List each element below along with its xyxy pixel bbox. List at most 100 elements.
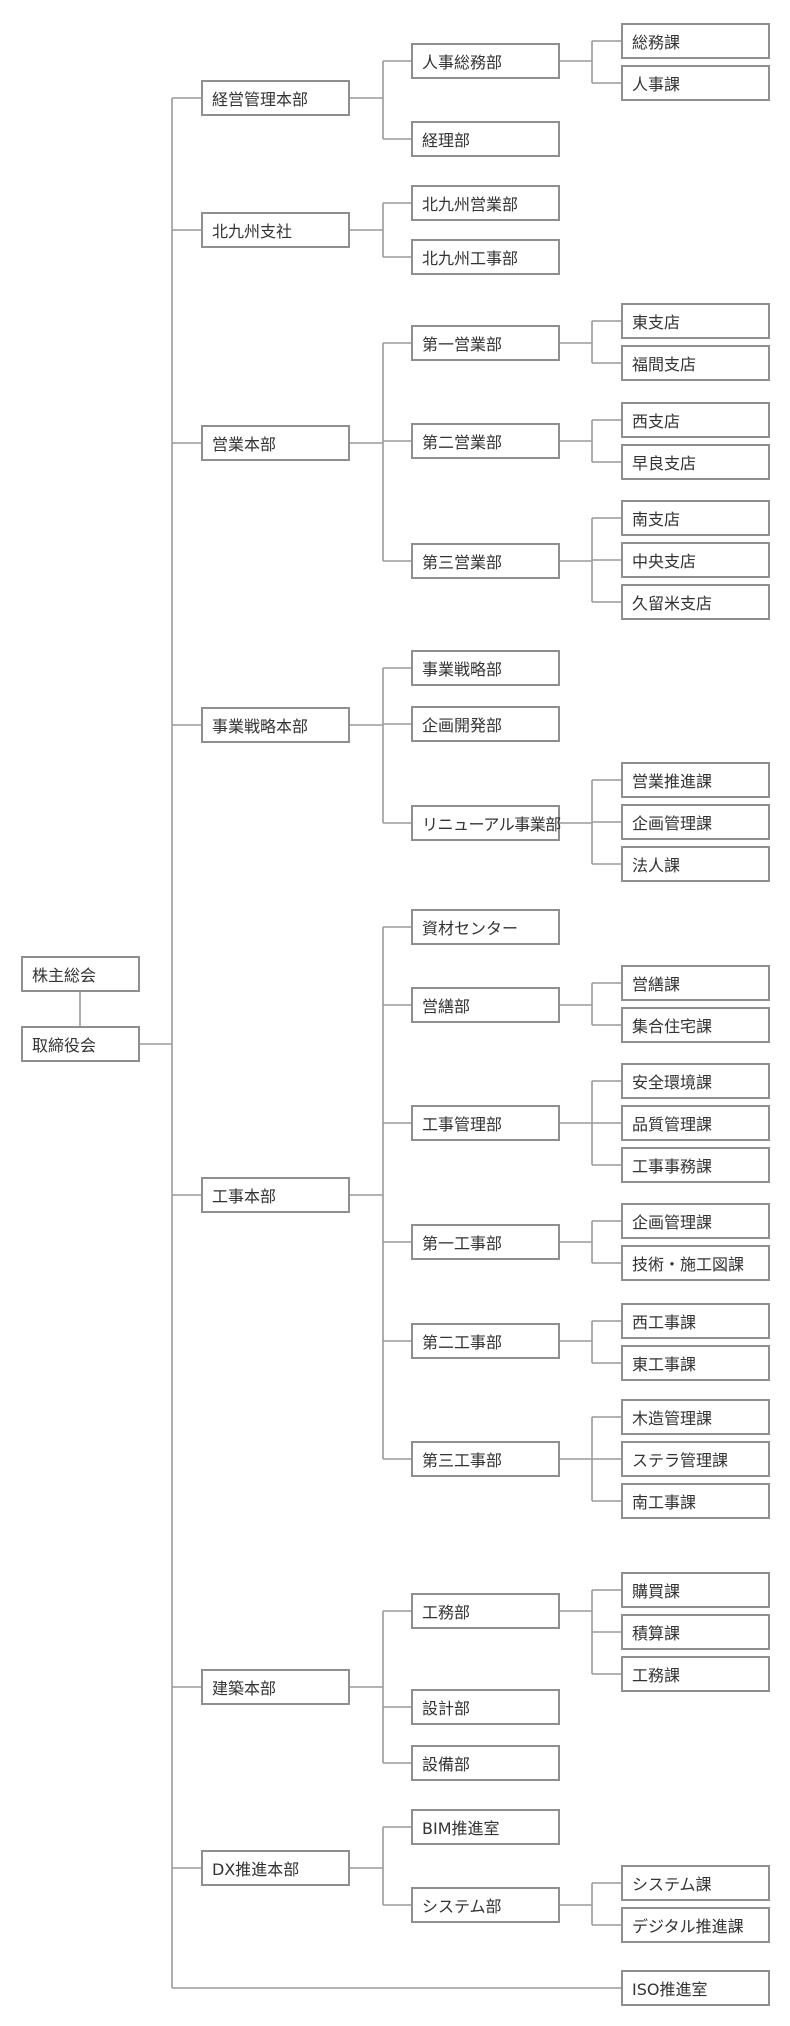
division-box: 工事本部	[201, 1177, 350, 1213]
section-box: 福間支店	[621, 345, 770, 381]
department-box: 第一工事部	[411, 1224, 560, 1260]
box-label: 建築本部	[212, 1679, 277, 1698]
box-label: システム課	[632, 1875, 712, 1894]
box-label: 取締役会	[32, 1036, 97, 1055]
box-label: 早良支店	[632, 454, 697, 473]
section-box: 安全環境課	[621, 1063, 770, 1099]
box-label: 品質管理課	[632, 1115, 713, 1134]
section-box: ステラ管理課	[621, 1441, 770, 1477]
section-box: 工務課	[621, 1656, 770, 1692]
section-box: 品質管理課	[621, 1105, 770, 1141]
department-box: 第一営業部	[411, 325, 560, 361]
section-box: 総務課	[621, 23, 770, 59]
department-box: 北九州工事部	[411, 239, 560, 275]
box-label: 北九州支社	[212, 222, 293, 241]
box-label: 福間支店	[632, 355, 697, 374]
box-label: 第一営業部	[422, 335, 503, 354]
section-box: 法人課	[621, 846, 770, 882]
department-box: 人事総務部	[411, 43, 560, 79]
division-box: 経営管理本部	[201, 80, 350, 116]
section-box: 西支店	[621, 402, 770, 438]
section-box: 中央支店	[621, 542, 770, 578]
box-label: 南支店	[632, 510, 681, 529]
division-box: DX推進本部	[201, 1850, 350, 1886]
shareholders-meeting-box: 株主総会	[21, 956, 140, 992]
box-label: 技術・施工図課	[632, 1255, 745, 1274]
department-box: リニューアル事業部	[411, 805, 561, 841]
box-label: 人事課	[632, 75, 681, 94]
box-label: 営業本部	[212, 435, 277, 454]
department-box: 第三工事部	[411, 1441, 560, 1477]
department-box: 北九州営業部	[411, 185, 560, 221]
section-box: システム課	[621, 1865, 770, 1901]
box-label: BIM推進室	[422, 1819, 500, 1838]
department-box: 営繕部	[411, 987, 560, 1023]
box-label: 第三工事部	[422, 1451, 503, 1470]
box-label: 第二営業部	[422, 433, 503, 452]
section-box: 西工事課	[621, 1303, 770, 1339]
box-label: ステラ管理課	[632, 1451, 729, 1470]
department-box: 企画開発部	[411, 706, 560, 742]
section-box: 久留米支店	[621, 584, 770, 620]
section-box: 早良支店	[621, 444, 770, 480]
box-label: 事業戦略部	[422, 660, 503, 679]
box-label: DX推進本部	[212, 1860, 300, 1879]
box-label: 法人課	[632, 856, 681, 875]
box-label: 工事本部	[212, 1187, 277, 1206]
box-label: 営繕課	[632, 975, 681, 994]
box-label: 設計部	[422, 1699, 471, 1718]
box-label: 資材センター	[422, 919, 519, 938]
box-label: 工事管理部	[422, 1115, 503, 1134]
box-label: 経理部	[422, 131, 471, 150]
section-box: 工事事務課	[621, 1147, 770, 1183]
division-box: 建築本部	[201, 1669, 350, 1705]
box-label: 株主総会	[32, 966, 97, 985]
section-box: 営業推進課	[621, 762, 770, 798]
box-label: 東支店	[632, 313, 681, 332]
box-label: ISO推進室	[632, 1980, 708, 1999]
box-label: 営業推進課	[632, 772, 713, 791]
box-label: 企画管理課	[632, 1213, 713, 1232]
box-label: システム部	[422, 1897, 502, 1916]
box-label: リニューアル事業部	[422, 815, 561, 834]
box-label: 企画開発部	[422, 716, 503, 735]
box-label: 第一工事部	[422, 1234, 503, 1253]
section-box: 東工事課	[621, 1345, 770, 1381]
board-of-directors-box: 取締役会	[21, 1026, 140, 1062]
section-box: 技術・施工図課	[621, 1245, 770, 1281]
department-box: システム部	[411, 1887, 560, 1923]
box-label: 東工事課	[632, 1355, 697, 1374]
department-box: 設計部	[411, 1689, 560, 1725]
division-box: 北九州支社	[201, 212, 350, 248]
box-label: 北九州営業部	[422, 195, 519, 214]
box-label: 総務課	[632, 33, 681, 52]
box-label: 集合住宅課	[632, 1017, 713, 1036]
box-label: デジタル推進課	[632, 1917, 744, 1936]
section-box: 人事課	[621, 65, 770, 101]
department-box: 第二営業部	[411, 423, 560, 459]
section-box: 購買課	[621, 1572, 770, 1608]
box-label: 北九州工事部	[422, 249, 519, 268]
department-box: 設備部	[411, 1745, 560, 1781]
box-label: 久留米支店	[632, 594, 713, 613]
department-box: BIM推進室	[411, 1809, 560, 1845]
box-label: 経営管理本部	[212, 90, 309, 109]
box-label: 中央支店	[632, 552, 697, 571]
box-label: 人事総務部	[422, 53, 503, 72]
section-box: 集合住宅課	[621, 1007, 770, 1043]
box-label: 第三営業部	[422, 553, 503, 572]
box-label: 設備部	[422, 1755, 471, 1774]
box-label: 西支店	[632, 412, 681, 431]
box-label: 工務部	[422, 1603, 471, 1622]
box-label: 工務課	[632, 1666, 681, 1685]
box-label: 安全環境課	[632, 1073, 713, 1092]
department-box: 経理部	[411, 121, 560, 157]
section-box: 南工事課	[621, 1483, 770, 1519]
box-label: 西工事課	[632, 1313, 697, 1332]
box-label: 営繕部	[422, 997, 471, 1016]
section-box: デジタル推進課	[621, 1907, 770, 1943]
section-box: 東支店	[621, 303, 770, 339]
department-box: 工事管理部	[411, 1105, 560, 1141]
box-label: 木造管理課	[632, 1409, 713, 1428]
